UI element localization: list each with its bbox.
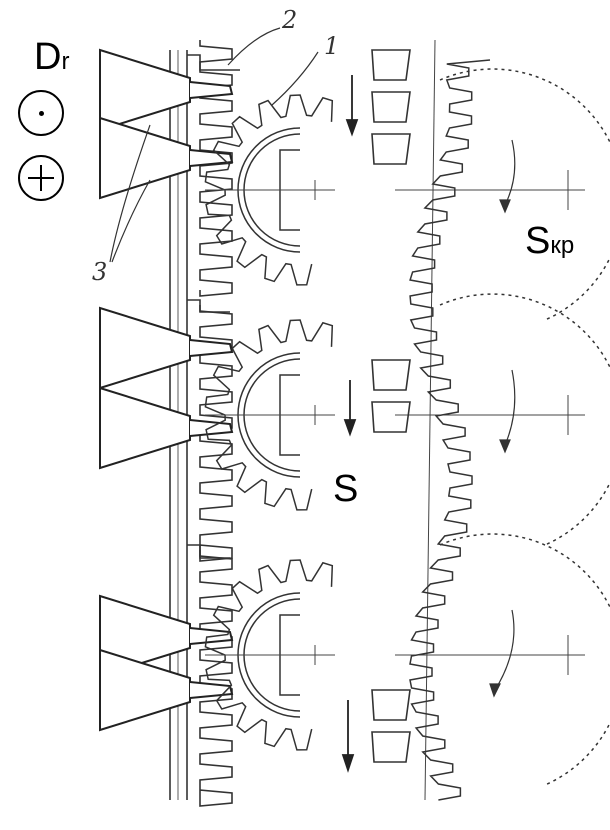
right-rack-tooth bbox=[371, 133, 411, 165]
part-label-2: 2 bbox=[282, 6, 298, 34]
right-rack-tooth bbox=[371, 731, 411, 763]
gear-outline bbox=[204, 94, 334, 286]
right-rack-tooth bbox=[371, 359, 411, 391]
circle-dot-icon bbox=[18, 90, 64, 136]
rack-tooth-profile bbox=[199, 550, 233, 807]
wedge-cutter bbox=[99, 306, 191, 390]
wedge-tip bbox=[189, 149, 234, 167]
dr-label-sub: r bbox=[61, 48, 70, 75]
wedge-tip bbox=[189, 81, 234, 99]
pitch-arc bbox=[439, 293, 610, 546]
right-rack-tooth bbox=[371, 91, 411, 123]
wedge-cutter bbox=[99, 116, 191, 200]
wedge-cutter bbox=[99, 386, 191, 470]
rotation-arrows bbox=[489, 139, 516, 698]
round-feed-text: S bbox=[525, 220, 551, 262]
pitch-arc bbox=[439, 533, 610, 786]
right-rack-tooth bbox=[371, 49, 411, 81]
wedge-cutters bbox=[99, 48, 234, 732]
part-label-1: 1 bbox=[324, 32, 340, 60]
rotating-gear-right bbox=[409, 59, 610, 801]
wedge-cutter bbox=[99, 648, 191, 732]
wedge-tip bbox=[189, 681, 234, 699]
gear-outline bbox=[204, 319, 334, 511]
right-rack-tooth bbox=[371, 401, 411, 433]
wedge-tip bbox=[189, 339, 234, 357]
leader-lines bbox=[109, 27, 319, 263]
center-lines bbox=[205, 39, 585, 801]
wedge-cutter bbox=[99, 48, 191, 132]
feed-label: S bbox=[333, 468, 359, 510]
right-axis bbox=[424, 39, 436, 801]
round-feed-label: Sкр bbox=[525, 222, 574, 260]
dr-label-text: D bbox=[34, 36, 62, 78]
right-gear-profile bbox=[409, 59, 491, 801]
gear-outline bbox=[204, 559, 334, 751]
round-feed-sub: кр bbox=[550, 232, 575, 259]
feed-arrows bbox=[341, 75, 359, 773]
dr-label: Dr bbox=[34, 38, 69, 76]
right-rack-tooth bbox=[371, 689, 411, 721]
pitch-arc bbox=[439, 68, 610, 321]
part-label-3: 3 bbox=[92, 258, 108, 286]
circle-plus-icon bbox=[18, 155, 64, 201]
rack-teeth-right bbox=[371, 49, 411, 763]
rack-tooth-profile bbox=[199, 40, 233, 297]
